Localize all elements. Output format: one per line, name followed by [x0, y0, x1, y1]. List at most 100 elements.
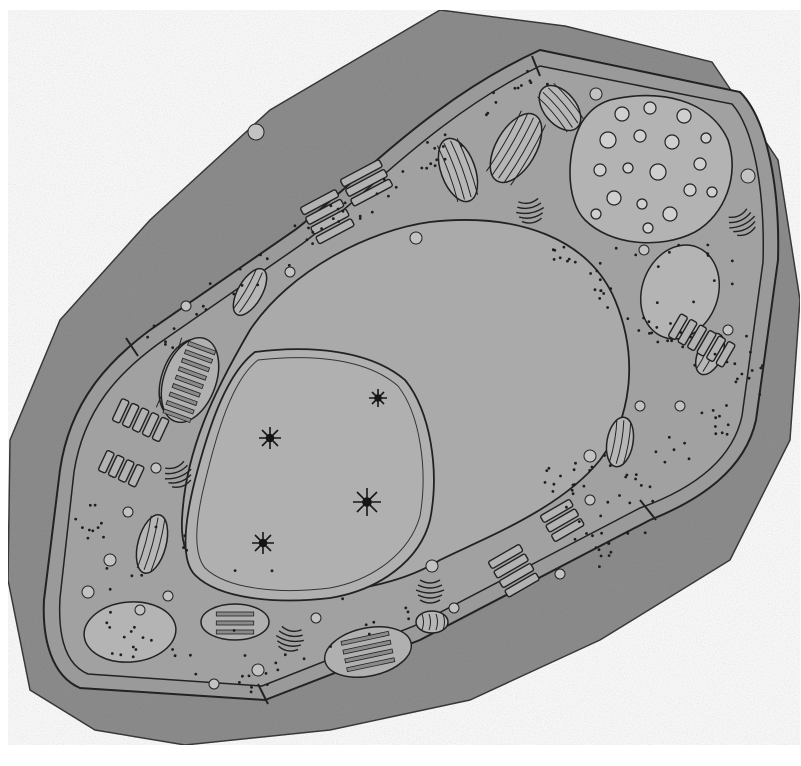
ribosome: [714, 425, 717, 428]
ribosome: [628, 502, 631, 505]
ribosome: [707, 254, 710, 257]
vesicle: [248, 124, 264, 140]
ribosome: [573, 483, 576, 486]
ribosome: [426, 141, 429, 144]
ribosome: [407, 611, 410, 614]
ribosome: [244, 654, 247, 657]
ribosome: [606, 306, 609, 309]
vesicle: [637, 199, 647, 209]
ribosome: [250, 691, 253, 694]
vesicle: [644, 102, 656, 114]
ribosome: [574, 261, 577, 264]
ribosome: [306, 238, 309, 241]
vesicle: [643, 223, 653, 233]
ribosome: [517, 87, 520, 90]
vesicle: [163, 591, 173, 601]
ribosome: [233, 629, 236, 632]
vesicle: [675, 401, 685, 411]
vesicle: [181, 301, 191, 311]
ribosome: [492, 91, 495, 94]
ribosome: [683, 442, 686, 445]
ribosome: [664, 461, 667, 464]
ribosome: [109, 611, 112, 614]
ribosome: [688, 457, 691, 460]
ribosome: [307, 227, 310, 230]
ribosome: [713, 279, 716, 282]
ribosome: [626, 317, 629, 320]
ribosome: [656, 301, 659, 304]
ribosome: [311, 231, 314, 234]
ribosome: [718, 415, 721, 418]
ribosome: [146, 336, 149, 339]
ribosome: [731, 283, 734, 286]
ribosome: [376, 192, 379, 195]
vesicle: [410, 232, 422, 244]
vesicle: [684, 184, 696, 196]
ribosome: [599, 515, 602, 518]
ribosome: [585, 532, 588, 535]
ribosome: [648, 320, 651, 323]
ribosome: [618, 494, 621, 497]
ribosome: [714, 432, 717, 435]
vesicle: [151, 463, 161, 473]
ribosome: [123, 636, 126, 639]
ribosome: [444, 133, 447, 136]
vesicle: [635, 401, 645, 411]
ribosome: [736, 378, 739, 381]
ribosome: [444, 158, 447, 161]
ribosome: [559, 475, 562, 478]
ribosome: [640, 484, 643, 487]
vesicle: [615, 107, 629, 121]
ribosome: [442, 145, 445, 148]
ribosome: [731, 260, 734, 263]
ribosome: [119, 653, 122, 656]
ribosome: [648, 332, 651, 335]
ribosome: [194, 673, 197, 676]
ribosome: [266, 683, 269, 686]
ribosome: [87, 537, 90, 540]
ribosome: [173, 327, 176, 330]
ribosome: [600, 555, 603, 558]
ribosome: [600, 289, 603, 292]
vesicle: [707, 187, 717, 197]
ribosome: [91, 529, 94, 532]
chromatin-granule: [353, 488, 381, 516]
ribosome: [395, 186, 398, 189]
ribosome: [433, 147, 436, 150]
ribosome: [681, 346, 684, 349]
ribosome: [368, 633, 371, 636]
ribosome: [609, 287, 612, 290]
ribosome: [330, 204, 333, 207]
vesicle: [634, 130, 646, 142]
ribosome: [591, 534, 594, 537]
ribosome: [486, 112, 489, 115]
ribosome: [749, 351, 752, 354]
ribosome: [248, 675, 251, 678]
ribosome: [701, 412, 704, 415]
vesicle: [449, 603, 459, 613]
ribosome: [164, 340, 167, 343]
ribosome: [74, 518, 77, 521]
ribosome: [344, 202, 347, 205]
ribosome: [626, 532, 629, 535]
vesicle: [104, 554, 116, 566]
chromatin-granule: [259, 427, 281, 449]
ribosome: [81, 526, 84, 529]
ribosome: [130, 630, 133, 633]
vesicle: [600, 132, 616, 148]
ribosome: [402, 170, 405, 173]
ribosome: [135, 648, 138, 651]
ribosome: [111, 652, 114, 655]
ribosome: [609, 464, 612, 467]
ribosome: [735, 381, 738, 384]
ribosome: [598, 565, 601, 568]
ribosome: [745, 335, 748, 338]
ribosome: [606, 501, 609, 504]
vesicle: [665, 135, 679, 149]
ribosome: [634, 254, 637, 257]
ribosome: [725, 404, 728, 407]
ribosome: [596, 270, 599, 273]
ribosome: [599, 278, 602, 281]
ribosome: [552, 490, 555, 493]
ribosome: [460, 144, 463, 147]
